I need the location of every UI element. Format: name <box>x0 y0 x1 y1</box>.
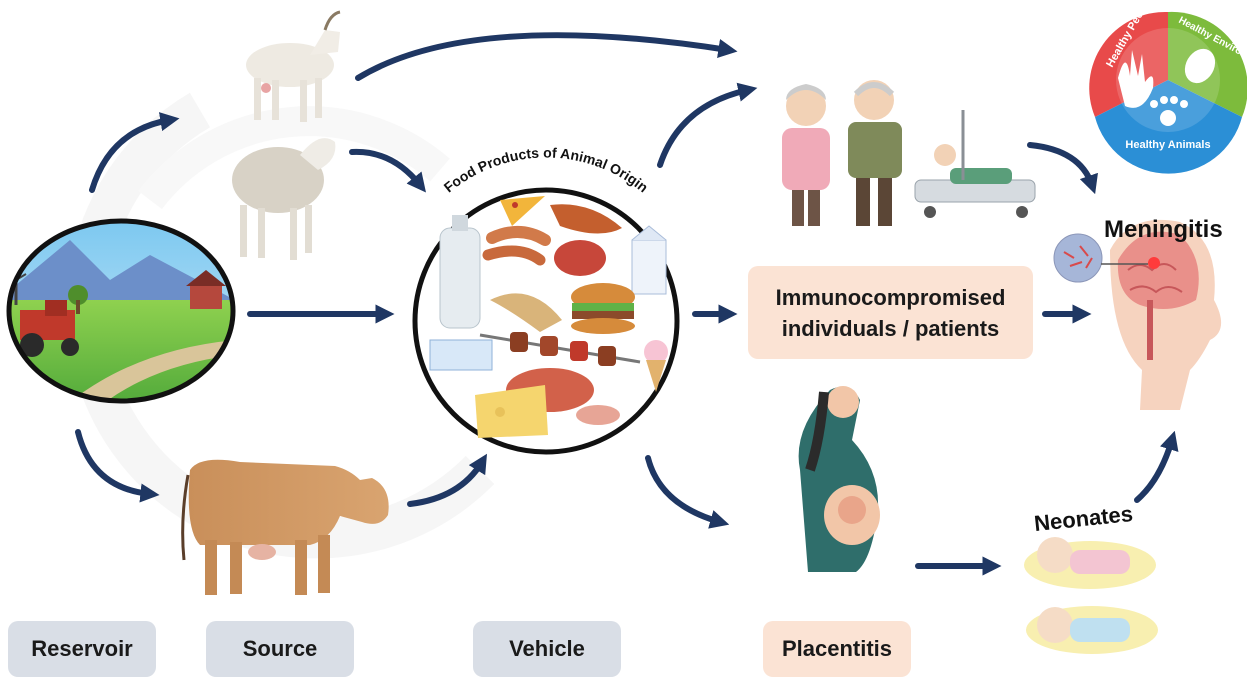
arrow-people-to-meningitis <box>1027 142 1098 195</box>
arrow-neonates-to-meningitis <box>1134 430 1179 503</box>
cow-illustration <box>181 459 389 595</box>
meningitis-label: Meningitis <box>1104 216 1223 243</box>
flow-arrows <box>75 32 1179 576</box>
sheep-illustration <box>232 138 336 260</box>
pregnant-woman-illustration <box>798 386 880 572</box>
arrow-sheep-to-food <box>349 148 426 193</box>
elderly-and-patient-illustration <box>782 80 1036 226</box>
food-products-circle: Food Products of Animal Origin <box>412 144 680 455</box>
goat-illustration <box>246 10 341 122</box>
arrow-cow-to-food <box>407 453 488 507</box>
one-health-label-animals: Healthy Animals <box>1125 139 1210 151</box>
arrow-reservoir-to-cow <box>75 429 160 503</box>
immunocompromised-line-2: individuals / patients <box>781 315 1000 341</box>
farm-landscape-illustration <box>6 218 236 404</box>
immunocompromised-box: Immunocompromised individuals / patients <box>748 266 1033 359</box>
arrow-food-to-people <box>657 82 758 168</box>
neonates-illustration <box>1024 537 1158 654</box>
stage-label-vehicle: Vehicle <box>473 621 621 677</box>
arrow-goat-to-people <box>355 32 738 81</box>
one-health-emblem: Healthy People Healthy Environment Healt… <box>1089 0 1247 174</box>
stage-label-reservoir: Reservoir <box>8 621 156 677</box>
background-cycle-watermark <box>66 92 495 559</box>
stage-label-source: Source <box>206 621 354 677</box>
stage-label-placentitis: Placentitis <box>763 621 911 677</box>
arrow-food-to-pregnant <box>645 455 730 529</box>
meningitis-head-illustration <box>1053 219 1222 410</box>
arrow-reservoir-to-goat <box>89 112 180 193</box>
immunocompromised-line-1: Immunocompromised <box>775 284 1006 310</box>
